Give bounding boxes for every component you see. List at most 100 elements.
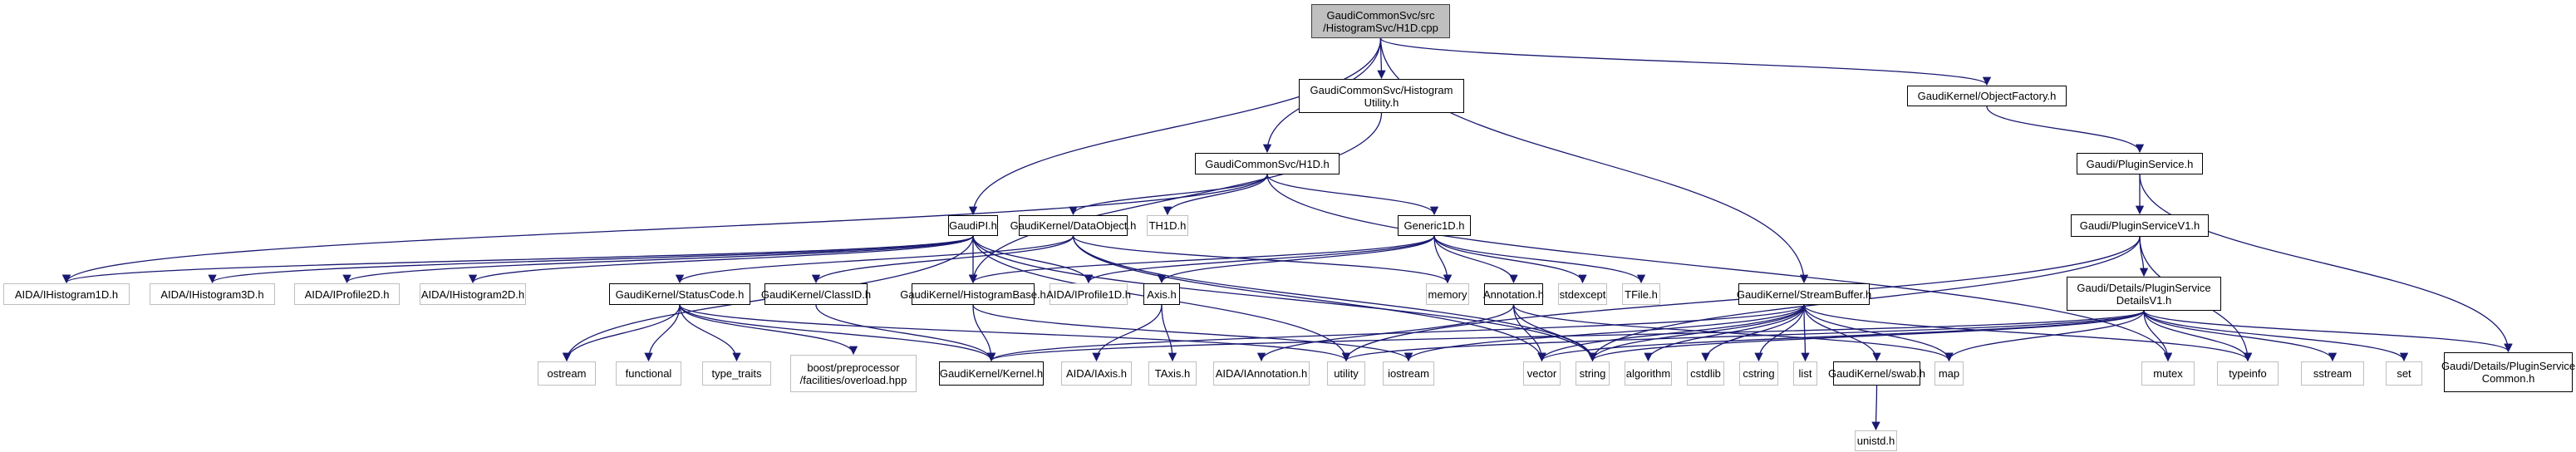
- node-pluginsvcv1[interactable]: Gaudi/PluginServiceV1.h: [2071, 214, 2209, 237]
- node-iaxis: AIDA/IAxis.h: [1061, 361, 1132, 386]
- node-label: AIDA/IAnnotation.h: [1215, 367, 1308, 380]
- edge-generic1d-to-tfile: [1433, 235, 1646, 284]
- node-label: GaudiKernel/Kernel.h: [939, 367, 1044, 380]
- node-ostream: ostream: [538, 361, 596, 386]
- node-label: ostream: [547, 367, 587, 380]
- edge-annotation-to-map: [1512, 304, 1954, 362]
- node-label: stdexcept: [1559, 287, 1606, 301]
- edge-histbase-to-iostream: [972, 304, 1413, 362]
- edge-streambuffer-to-vector: [1537, 304, 1805, 362]
- node-label: TFile.h: [1625, 287, 1658, 301]
- node-taxis: TAxis.h: [1148, 361, 1197, 386]
- node-generic1d[interactable]: Generic1D.h: [1398, 215, 1471, 236]
- edge-h1dh-to-generic1d: [1266, 174, 1439, 216]
- node-label: AIDA/IProfile2D.h: [304, 287, 390, 301]
- node-algorithm: algorithm: [1625, 361, 1672, 386]
- node-axis[interactable]: Axis.h: [1143, 283, 1180, 305]
- node-tfile: TFile.h: [1622, 283, 1660, 305]
- edge-streambuffer-to-string: [1588, 304, 1805, 362]
- node-stdexcept: stdexcept: [1558, 283, 1607, 305]
- node-h1dcpp[interactable]: GaudiCommonSvc/src /HistogramSvc/H1D.cpp: [1311, 4, 1450, 38]
- node-label: memory: [1428, 287, 1467, 301]
- node-ihist1d: AIDA/IHistogram1D.h: [3, 283, 130, 305]
- node-list: list: [1793, 361, 1817, 386]
- node-objfactory[interactable]: GaudiKernel/ObjectFactory.h: [1907, 86, 2067, 106]
- edge-dataobject-to-vector: [1072, 235, 1546, 362]
- node-label: Gaudi/Details/PluginService Common.h: [2441, 360, 2576, 385]
- node-vector: vector: [1523, 361, 1561, 386]
- edge-gaudipi-to-iprof2d: [342, 235, 974, 284]
- edge-classid-to-kernel: [815, 304, 996, 362]
- node-typeinfo: typeinfo: [2217, 361, 2279, 386]
- edge-dataobject-to-statuscode: [675, 235, 1074, 284]
- node-iprof1d: AIDA/IProfile1D.h: [1046, 283, 1131, 305]
- node-histutil[interactable]: GaudiCommonSvc/Histogram Utility.h: [1299, 79, 1464, 113]
- node-label: iostream: [1388, 367, 1429, 380]
- node-streambuffer[interactable]: GaudiKernel/StreamBuffer.h: [1737, 283, 1871, 305]
- node-utility: utility: [1327, 361, 1365, 386]
- node-label: Gaudi/PluginService.h: [2086, 157, 2194, 170]
- node-dataobject[interactable]: GaudiKernel/DataObject.h: [1010, 215, 1136, 236]
- node-label: AIDA/IAxis.h: [1066, 367, 1127, 380]
- node-label: AIDA/IHistogram2D.h: [420, 287, 525, 301]
- node-label: GaudiCommonSvc/H1D.h: [1205, 157, 1330, 170]
- node-statuscode[interactable]: GaudiKernel/StatusCode.h: [609, 283, 750, 305]
- edge-statuscode-to-typetraits: [679, 304, 741, 362]
- node-label: GaudiKernel/StatusCode.h: [615, 287, 745, 301]
- node-detailsv1[interactable]: Gaudi/Details/PluginService DetailsV1.h: [2067, 277, 2221, 311]
- node-label: Annotation.h: [1483, 287, 1545, 301]
- node-set: set: [2386, 361, 2422, 386]
- edge-streambuffer-to-iostream: [1404, 304, 1805, 362]
- node-unistd: unistd.h: [1855, 430, 1897, 451]
- edge-axis-to-taxis: [1161, 304, 1177, 362]
- node-label: GaudiKernel/swab.h: [1827, 367, 1926, 380]
- edge-h1dh-to-th1d: [1163, 174, 1268, 216]
- node-histbase[interactable]: GaudiKernel/HistogramBase.h: [900, 283, 1046, 305]
- node-boostoverload: boost/preprocessor /facilities/overload.…: [790, 355, 917, 392]
- node-label: TH1D.h: [1148, 219, 1187, 232]
- edge-streambuffer-to-map: [1803, 304, 1954, 362]
- node-label: boost/preprocessor /facilities/overload.…: [799, 361, 907, 386]
- node-cstdlib: cstdlib: [1687, 361, 1724, 386]
- edge-streambuffer-to-list: [1801, 304, 1810, 362]
- node-pscommon[interactable]: Gaudi/Details/PluginService Common.h: [2441, 352, 2576, 392]
- node-label: Axis.h: [1147, 287, 1177, 301]
- edge-detailsv1-to-set: [2143, 310, 2409, 362]
- node-h1dh[interactable]: GaudiCommonSvc/H1D.h: [1195, 153, 1340, 174]
- edge-generic1d-to-memory: [1433, 235, 1453, 284]
- node-label: Gaudi/PluginServiceV1.h: [2079, 219, 2200, 232]
- edge-statuscode-to-functional: [644, 304, 681, 362]
- node-annotation[interactable]: Annotation.h: [1483, 283, 1545, 305]
- edge-statuscode-to-kernel: [679, 304, 996, 362]
- node-label: type_traits: [711, 367, 762, 380]
- node-pluginsvc[interactable]: Gaudi/PluginService.h: [2077, 153, 2203, 174]
- edge-generic1d-to-annotation: [1433, 235, 1518, 284]
- node-label: Generic1D.h: [1404, 219, 1465, 232]
- node-iannotation: AIDA/IAnnotation.h: [1213, 361, 1310, 386]
- node-label: GaudiCommonSvc/src /HistogramSvc/H1D.cpp: [1323, 8, 1438, 34]
- node-typetraits: type_traits: [702, 361, 771, 386]
- edge-streambuffer-to-typeinfo: [1803, 304, 2253, 362]
- node-mutex: mutex: [2141, 361, 2195, 386]
- edge-generic1d-to-stdexcept: [1433, 235, 1587, 284]
- node-kernel[interactable]: GaudiKernel/Kernel.h: [939, 361, 1044, 386]
- node-classid[interactable]: GaudiKernel/ClassID.h: [761, 283, 871, 305]
- edge-h1dh-to-mutex: [1266, 174, 2173, 362]
- edge-annotation-to-iannotation: [1256, 304, 1515, 362]
- edge-detailsv1-to-pscommon: [2143, 310, 2513, 353]
- node-label: TAxis.h: [1154, 367, 1191, 380]
- edge-pluginsvc-to-pscommon: [2139, 174, 2513, 353]
- edge-gaudipi-to-ihist1d: [62, 235, 974, 284]
- edge-statuscode-to-boostoverload: [679, 304, 858, 356]
- edge-swab-to-unistd: [1871, 385, 1880, 431]
- node-swab[interactable]: GaudiKernel/swab.h: [1828, 361, 1925, 386]
- node-cstring: cstring: [1739, 361, 1778, 386]
- edge-gaudipi-to-string: [972, 235, 1597, 362]
- edge-statuscode-to-ostream: [562, 304, 681, 362]
- node-label: map: [1938, 367, 1960, 380]
- node-th1d: TH1D.h: [1147, 215, 1188, 236]
- node-gaudipi[interactable]: GaudiPI.h: [948, 215, 998, 236]
- node-iprof2d: AIDA/IProfile2D.h: [294, 283, 400, 305]
- edge-generic1d-to-axis: [1157, 235, 1435, 284]
